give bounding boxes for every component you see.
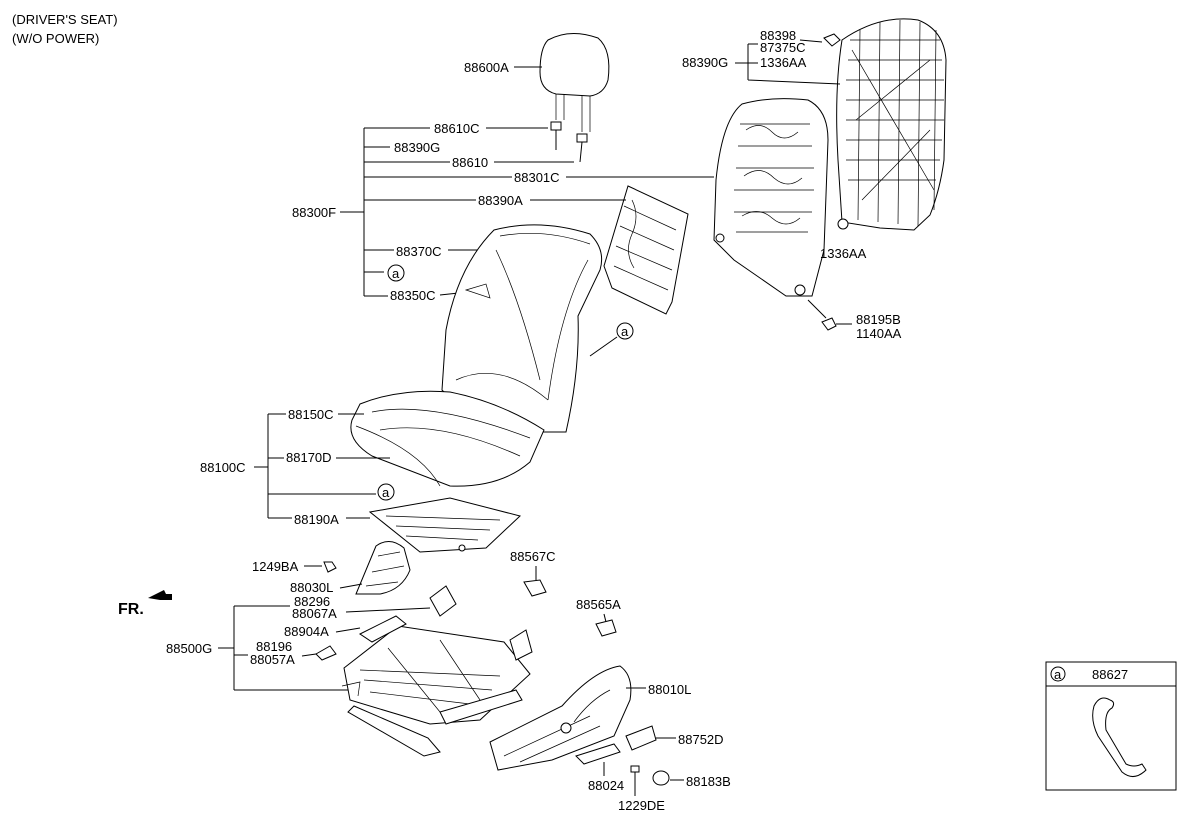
label-88565A: 88565A — [576, 597, 621, 612]
label-88370C: 88370C — [396, 244, 442, 259]
label-88195B: 88195B — [856, 312, 901, 327]
fr-direction-label: FR. — [118, 601, 144, 618]
label-88752D: 88752D — [678, 732, 724, 747]
side-shield-outer-part — [489, 665, 632, 771]
back-support-mat-part — [603, 185, 689, 315]
label-88010L: 88010L — [648, 682, 691, 697]
callout-a-cushion-text: a — [382, 485, 390, 500]
callout-a-cushion — [377, 483, 395, 501]
label-88904A: 88904A — [284, 624, 329, 639]
callout-a-cover-text: a — [621, 324, 629, 339]
label-88390G: 88390G — [394, 140, 440, 155]
label-1336AA-top: 1336AA — [760, 55, 807, 70]
label-88170D: 88170D — [286, 450, 332, 465]
screw-1249BA — [323, 561, 337, 573]
label-88301C: 88301C — [514, 170, 560, 185]
bracket-88565A — [595, 619, 617, 637]
inset-callout-a-text: a — [1054, 667, 1062, 682]
callout-a-88300F-text: a — [392, 266, 400, 281]
label-88350C: 88350C — [390, 288, 436, 303]
label-88100C: 88100C — [200, 460, 246, 475]
label-87375C: 87375C — [760, 40, 806, 55]
knob-88024 — [575, 743, 621, 765]
lever-88752D — [625, 725, 657, 751]
label-88057A: 88057A — [250, 652, 295, 667]
label-88610C: 88610C — [434, 121, 480, 136]
cap-88183B — [652, 770, 670, 786]
headrest-part — [539, 33, 610, 132]
label-1336AA: 1336AA — [820, 246, 867, 261]
seat-cushion-part — [350, 390, 545, 487]
header-line-2: (W/O POWER) — [12, 31, 99, 46]
side-shield-inner-part — [355, 541, 411, 595]
seatback-pad-part — [836, 18, 947, 231]
seatback-cover-part — [441, 224, 603, 433]
label-88398: 88398 — [760, 28, 796, 43]
screw-1229DE — [630, 765, 640, 796]
label-88567C: 88567C — [510, 549, 556, 564]
label-88610: 88610 — [452, 155, 488, 170]
label-88196: 88196 — [256, 639, 292, 654]
inset-88627: a 88627 — [1045, 661, 1177, 791]
seat-track-assembly-part — [315, 585, 533, 757]
label-88300F: 88300F — [292, 205, 336, 220]
label-88190A: 88190A — [294, 512, 339, 527]
label-88150C: 88150C — [288, 407, 334, 422]
callout-a-88300F — [387, 264, 405, 282]
label-1140AA: 1140AA — [856, 326, 902, 341]
label-88296: 88296 — [294, 594, 330, 609]
label-88024: 88024 — [588, 778, 624, 793]
grommet-1336AA — [837, 218, 849, 230]
label-1249BA: 1249BA — [252, 559, 299, 574]
label-88390G-top: 88390G — [682, 55, 728, 70]
label-88183B: 88183B — [686, 774, 731, 789]
inset-callout-a — [1050, 666, 1066, 682]
label-88600A: 88600A — [464, 60, 509, 75]
bolt-88195B — [821, 317, 852, 331]
headrest-guide-part — [550, 121, 588, 163]
label-88500G: 88500G — [166, 641, 212, 656]
bracket-88567C — [523, 579, 547, 597]
label-88067A: 88067A — [292, 606, 337, 621]
callout-a-cover — [616, 322, 634, 340]
header-line-1: (DRIVER'S SEAT) — [12, 12, 118, 27]
clip-88627-part — [1092, 697, 1147, 777]
clip-88398 — [823, 33, 841, 47]
seat-mat-part — [368, 497, 522, 553]
label-88030L: 88030L — [290, 580, 333, 595]
inset-part-number: 88627 — [1092, 667, 1128, 682]
label-1229DE: 1229DE — [618, 798, 665, 813]
label-88390A: 88390A — [478, 193, 523, 208]
fr-arrow-icon — [148, 590, 172, 600]
seatback-frame-part — [713, 98, 829, 297]
